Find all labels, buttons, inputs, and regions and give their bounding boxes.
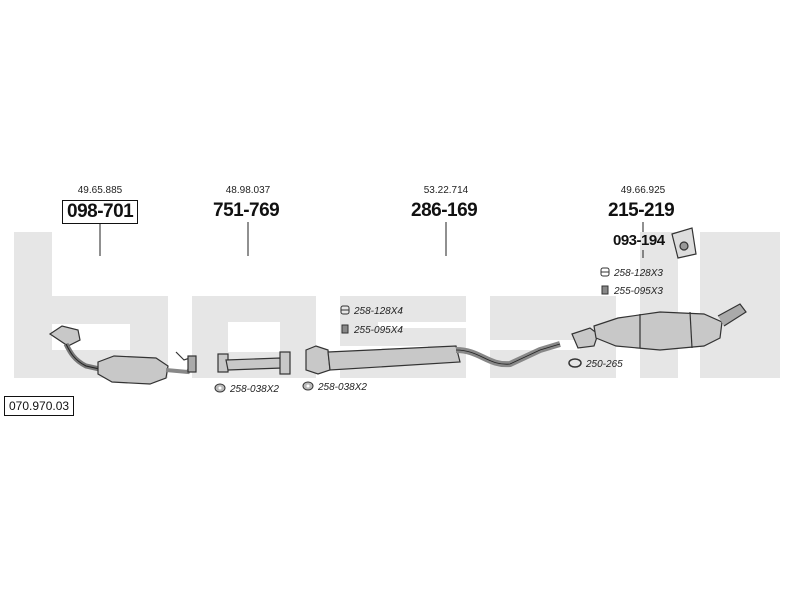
hardware-label[interactable]: 255-095X4 [340,324,403,337]
hardware-label[interactable]: 258-128X4 [340,305,403,318]
hardware-label[interactable]: 258-038X2 [302,381,367,394]
leader-lines [99,222,644,258]
hardware-label[interactable]: 258-128X3 [600,267,663,280]
part-number-front-pipe[interactable]: 098-701 [62,200,139,224]
clamp-icon [600,267,610,280]
intermediate-pipe [217,351,291,375]
column-2-ref: 48.98.037 [225,185,271,196]
column-3-ref: 53.22.714 [423,185,469,196]
hardware-label[interactable]: 258-038X2 [214,383,279,396]
assembly-number: 070.970.03 [4,396,75,416]
front-pipe-catalyst [48,325,197,385]
gasket-icon [302,381,314,394]
hardware-label[interactable]: 255-095X3 [600,285,663,298]
rear-silencer [571,303,747,351]
middle-silencer [305,341,561,375]
bolt-icon [600,285,610,298]
column-1-ref: 49.65.885 [77,185,123,196]
part-number-rear-silencer[interactable]: 215-219 [608,200,675,221]
clamp-icon [340,305,350,318]
rubber-mount-bracket [671,227,697,259]
part-number-intermediate-pipe[interactable]: 751-769 [213,200,280,221]
hardware-label[interactable]: 250-265 [568,358,623,371]
bolt-icon [340,324,350,337]
part-number-middle-silencer[interactable]: 286-169 [411,200,478,221]
part-number-mount[interactable]: 093-194 [613,232,665,249]
gasket-icon [214,383,226,396]
column-4-ref: 49.66.925 [620,185,666,196]
ring-icon [568,358,582,371]
